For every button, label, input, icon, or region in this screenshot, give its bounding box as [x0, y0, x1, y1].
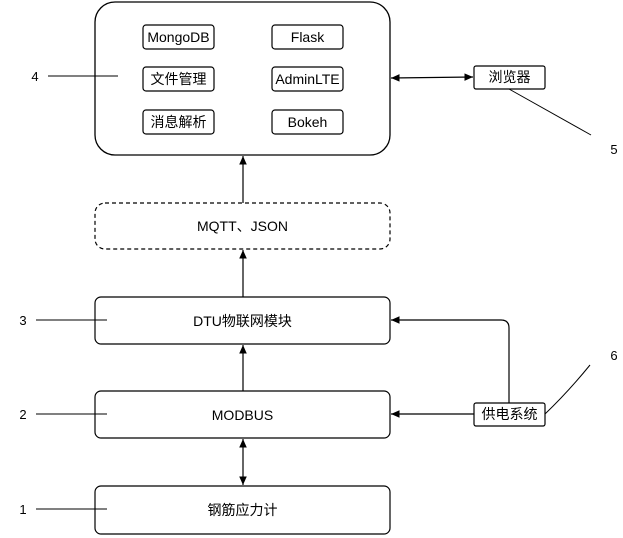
callout-line-6 — [544, 364, 591, 415]
component-adminlte-label: AdminLTE — [275, 71, 339, 87]
modbus-box-label: MODBUS — [212, 407, 273, 423]
dtu-box: DTU物联网模块 — [94, 296, 391, 345]
power-supply-label: 供电系统 — [482, 406, 538, 422]
component-file-management: 文件管理 — [142, 66, 215, 92]
component-bokeh: Bokeh — [271, 109, 344, 135]
callout-number-4: 4 — [31, 69, 38, 84]
modbus-box: MODBUS — [94, 390, 391, 439]
sensor-box: 钢筋应力计 — [94, 485, 391, 535]
component-bokeh-label: Bokeh — [288, 114, 328, 130]
component-file-management-label: 文件管理 — [151, 71, 207, 87]
callout-number-5: 5 — [610, 142, 617, 157]
component-mongodb: MongoDB — [142, 24, 215, 50]
sensor-box-label: 钢筋应力计 — [208, 502, 278, 518]
browser-box: 浏览器 — [473, 65, 546, 90]
callout-number-6: 6 — [610, 348, 617, 363]
protocol-box-label: MQTT、JSON — [197, 218, 288, 234]
arrow-power-to-dtu — [391, 316, 510, 403]
arrow-server-browser-bidirectional — [390, 73, 474, 82]
browser-label: 浏览器 — [489, 69, 531, 85]
callout-number-1: 1 — [19, 502, 26, 517]
dtu-box-label: DTU物联网模块 — [193, 313, 292, 329]
power-supply-box: 供电系统 — [473, 402, 546, 427]
protocol-box: MQTT、JSON — [94, 202, 391, 250]
component-flask: Flask — [271, 24, 344, 50]
callout-number-3: 3 — [19, 313, 26, 328]
component-message-parsing-label: 消息解析 — [151, 114, 207, 130]
callout-line-5 — [508, 88, 592, 136]
server-box — [94, 1, 391, 156]
callout-number-2: 2 — [19, 407, 26, 422]
component-mongodb-label: MongoDB — [147, 29, 209, 45]
component-flask-label: Flask — [291, 29, 325, 45]
component-message-parsing: 消息解析 — [142, 109, 215, 135]
component-adminlte: AdminLTE — [271, 66, 344, 92]
